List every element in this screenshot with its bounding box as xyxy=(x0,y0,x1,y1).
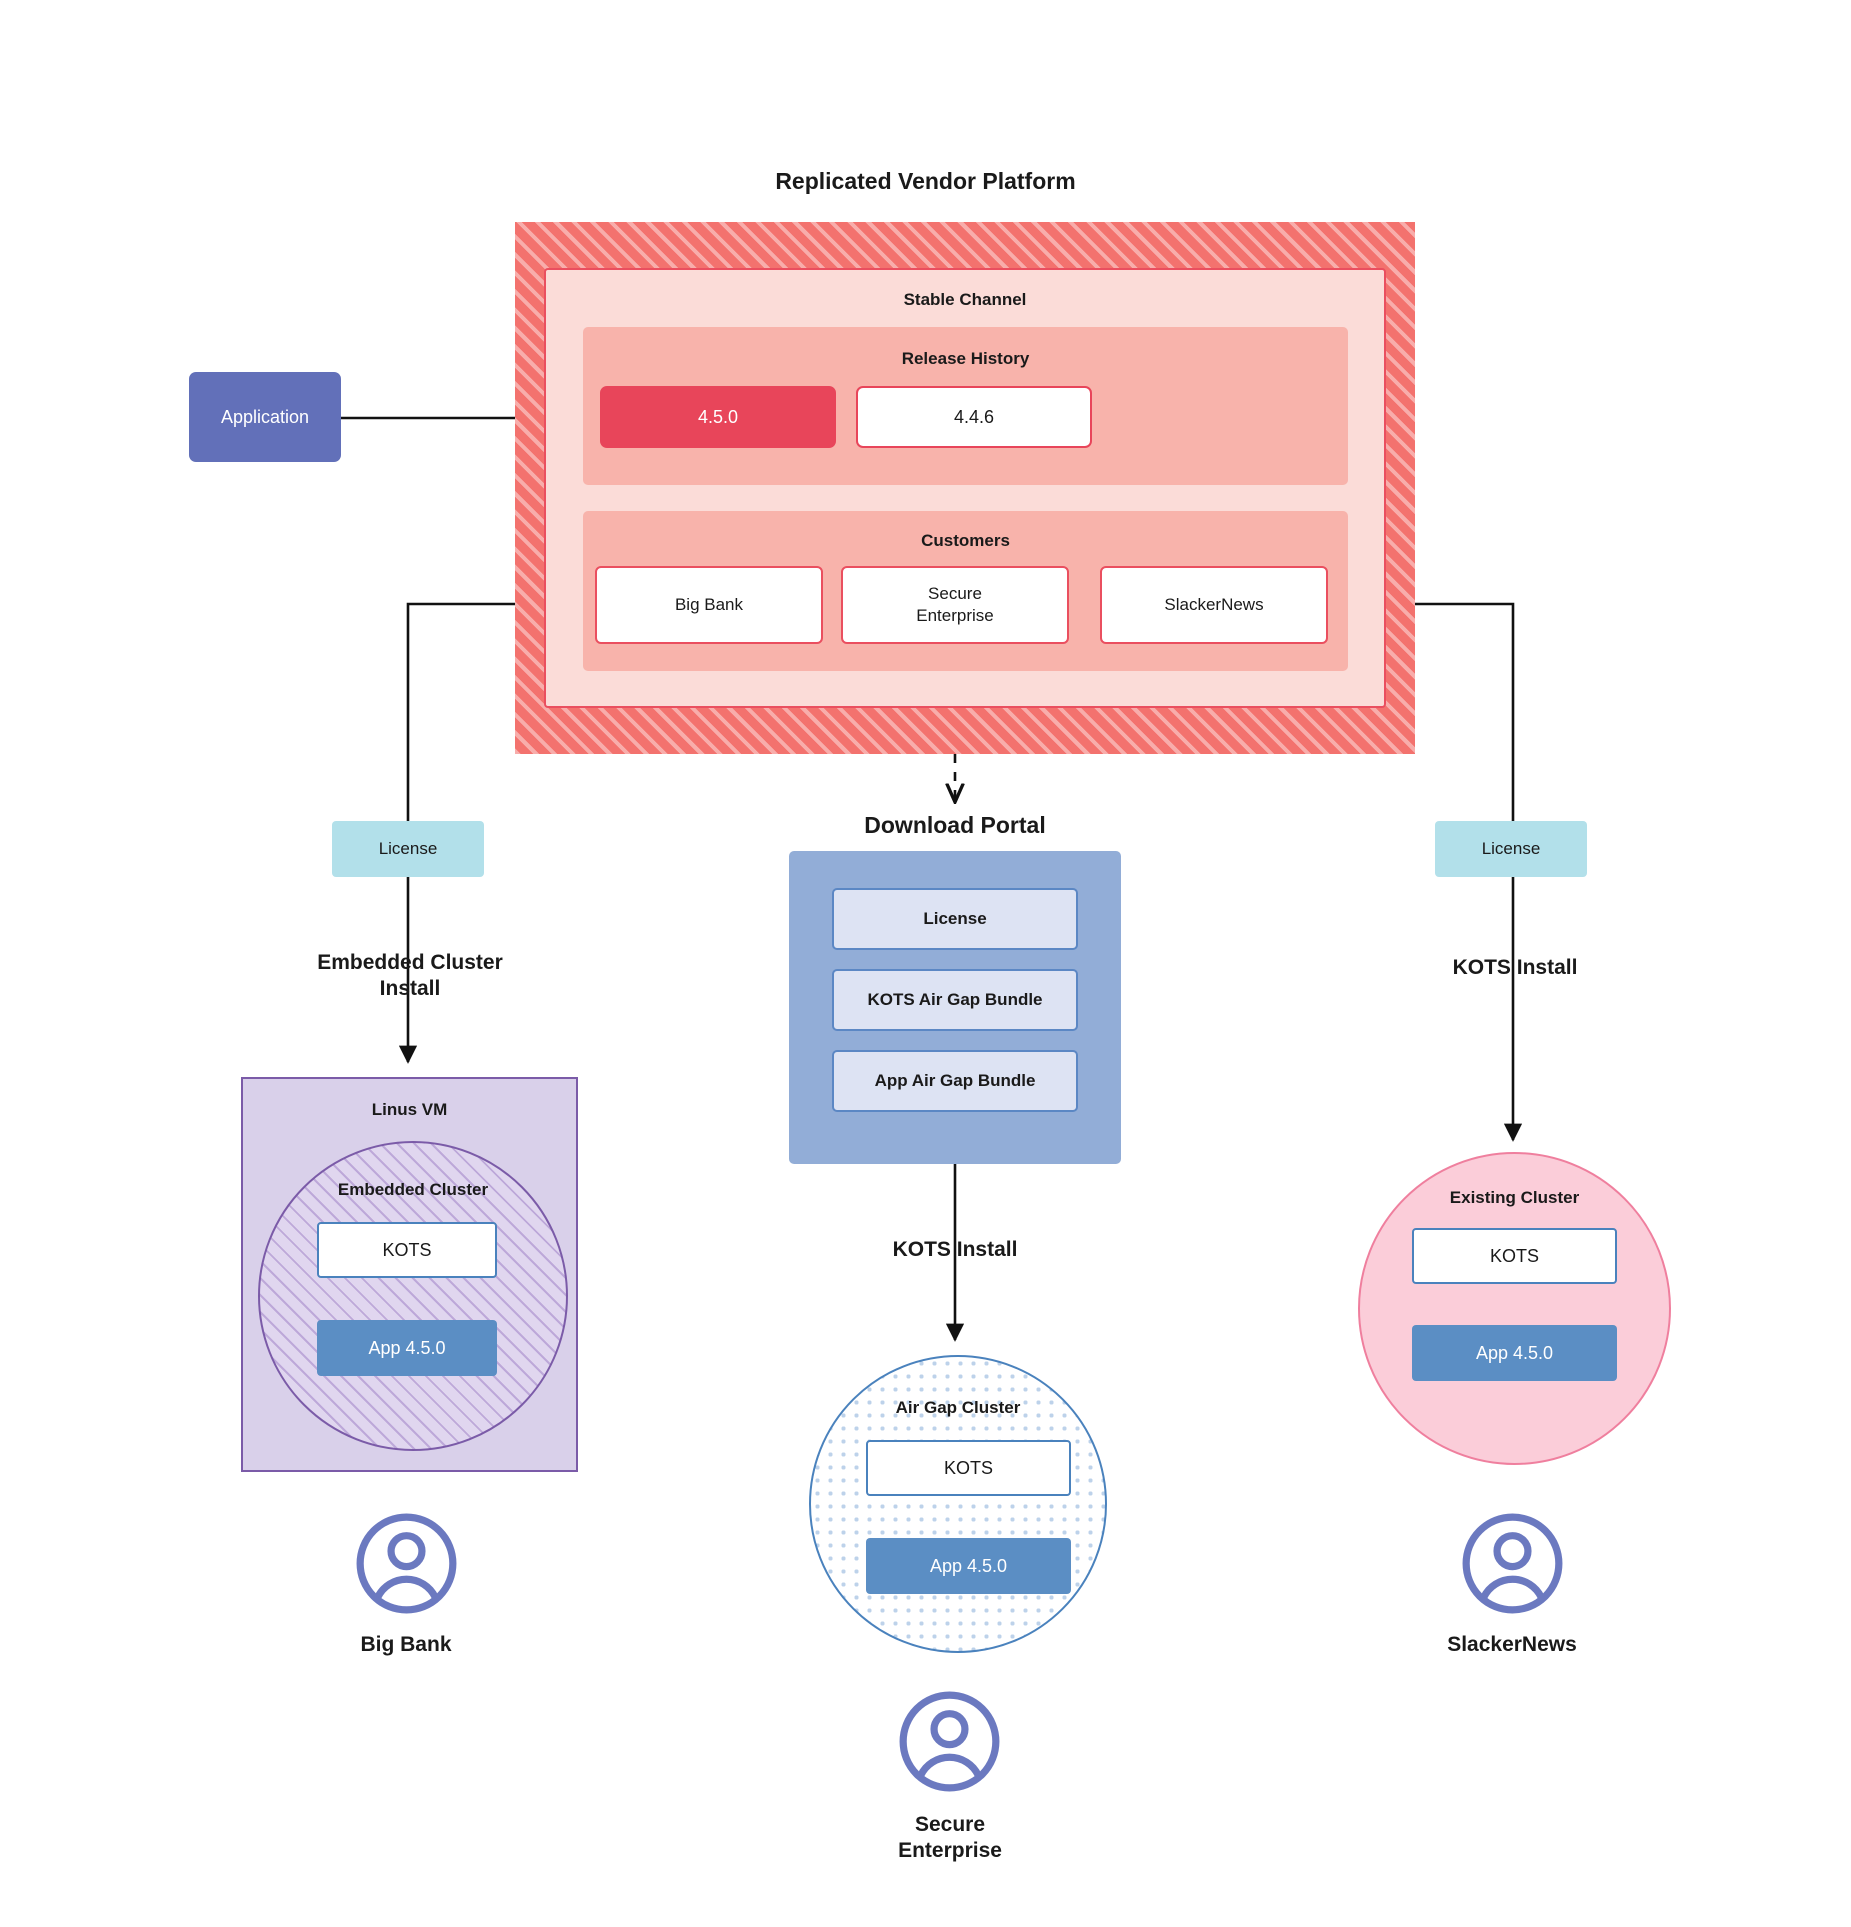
linux-vm-label: Linus VM xyxy=(371,1100,448,1119)
install-label-kots-right: KOTS Install xyxy=(1452,956,1578,979)
existing-cluster-label: Existing Cluster xyxy=(1449,1188,1580,1207)
user-avatar-icon xyxy=(355,1512,458,1615)
release-version-4-4-6[interactable]: 4.4.6 xyxy=(856,386,1092,448)
kots-box-embedded[interactable]: KOTS xyxy=(317,1222,497,1278)
customers-label: Customers xyxy=(921,531,1010,550)
application-box[interactable]: Application xyxy=(189,372,341,462)
portal-item-license[interactable]: License xyxy=(832,888,1078,950)
app-box-airgap[interactable]: App 4.5.0 xyxy=(866,1538,1071,1594)
user-avatar-icon xyxy=(1461,1512,1564,1615)
release-version-4-5-0[interactable]: 4.5.0 xyxy=(600,386,836,448)
download-portal-title: Download Portal xyxy=(864,812,1046,838)
portal-item-app-air-gap-bundle[interactable]: App Air Gap Bundle xyxy=(832,1050,1078,1112)
license-chip-left[interactable]: License xyxy=(332,821,484,877)
app-box-embedded[interactable]: App 4.5.0 xyxy=(317,1320,497,1376)
portal-item-kots-air-gap-bundle[interactable]: KOTS Air Gap Bundle xyxy=(832,969,1078,1031)
customer-name-big-bank: Big Bank xyxy=(360,1633,452,1656)
page-title: Replicated Vendor Platform xyxy=(775,168,1076,194)
stable-channel-label: Stable Channel xyxy=(903,290,1027,309)
install-label-kots-center: KOTS Install xyxy=(892,1238,1018,1261)
customer-name-slackernews: SlackerNews xyxy=(1447,1633,1577,1656)
kots-box-existing[interactable]: KOTS xyxy=(1412,1228,1617,1284)
user-avatar-icon xyxy=(898,1690,1001,1793)
customer-box-slackernews[interactable]: SlackerNews xyxy=(1100,566,1328,644)
embedded-cluster-circle xyxy=(258,1141,568,1451)
app-box-existing[interactable]: App 4.5.0 xyxy=(1412,1325,1617,1381)
customer-box-big-bank[interactable]: Big Bank xyxy=(595,566,823,644)
existing-cluster-circle xyxy=(1358,1152,1671,1465)
embedded-cluster-label: Embedded Cluster xyxy=(337,1180,489,1199)
air-gap-cluster-circle xyxy=(809,1355,1107,1653)
air-gap-cluster-label: Air Gap Cluster xyxy=(895,1398,1021,1417)
license-chip-right[interactable]: License xyxy=(1435,821,1587,877)
release-history-label: Release History xyxy=(901,349,1030,368)
kots-box-airgap[interactable]: KOTS xyxy=(866,1440,1071,1496)
